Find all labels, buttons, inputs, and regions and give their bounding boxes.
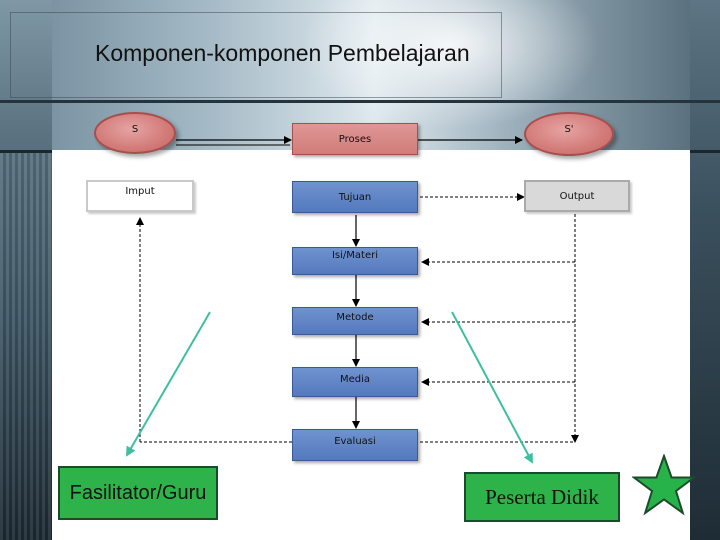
node-output-label: Output	[559, 190, 595, 202]
node-evaluasi: Evaluasi	[292, 429, 418, 461]
arrow-to-fasilitator	[125, 311, 211, 457]
node-media-label: Media	[339, 374, 371, 385]
title-frame	[10, 12, 502, 98]
node-metode: Metode	[292, 307, 418, 335]
fasilitator-label-box: Fasilitator/Guru	[58, 466, 218, 520]
node-isi-materi: Isi/Materi	[292, 247, 418, 275]
background-glow	[300, 0, 600, 130]
node-evaluasi-label: Evaluasi	[334, 436, 376, 447]
page-title: Komponen-komponen Pembelajaran	[95, 40, 470, 66]
node-tujuan-label: Tujuan	[338, 191, 372, 203]
fasilitator-label: Fasilitator/Guru	[69, 481, 207, 504]
node-proses: Proses	[292, 123, 418, 155]
node-s-label: S	[131, 124, 139, 135]
star-icon	[632, 454, 696, 516]
node-s-prime-label: S'	[564, 124, 574, 135]
node-proses-label: Proses	[338, 133, 372, 145]
background-left-strip	[0, 0, 52, 540]
node-imput-label: Imput	[125, 186, 155, 197]
node-s: S	[94, 112, 176, 154]
header-rule	[0, 100, 720, 103]
peserta-label: Peserta Didik	[485, 484, 599, 509]
peserta-label-box: Peserta Didik	[464, 472, 620, 522]
node-s-prime: S'	[524, 112, 614, 156]
arrow-to-peserta	[451, 311, 533, 464]
node-media: Media	[292, 367, 418, 397]
node-output: Output	[524, 180, 630, 212]
background-left-texture	[0, 150, 52, 540]
node-tujuan: Tujuan	[292, 181, 418, 213]
node-isi-materi-label: Isi/Materi	[331, 250, 379, 261]
node-metode-label: Metode	[336, 312, 374, 323]
background-right-strip	[690, 0, 720, 540]
node-imput: Imput	[86, 180, 194, 212]
